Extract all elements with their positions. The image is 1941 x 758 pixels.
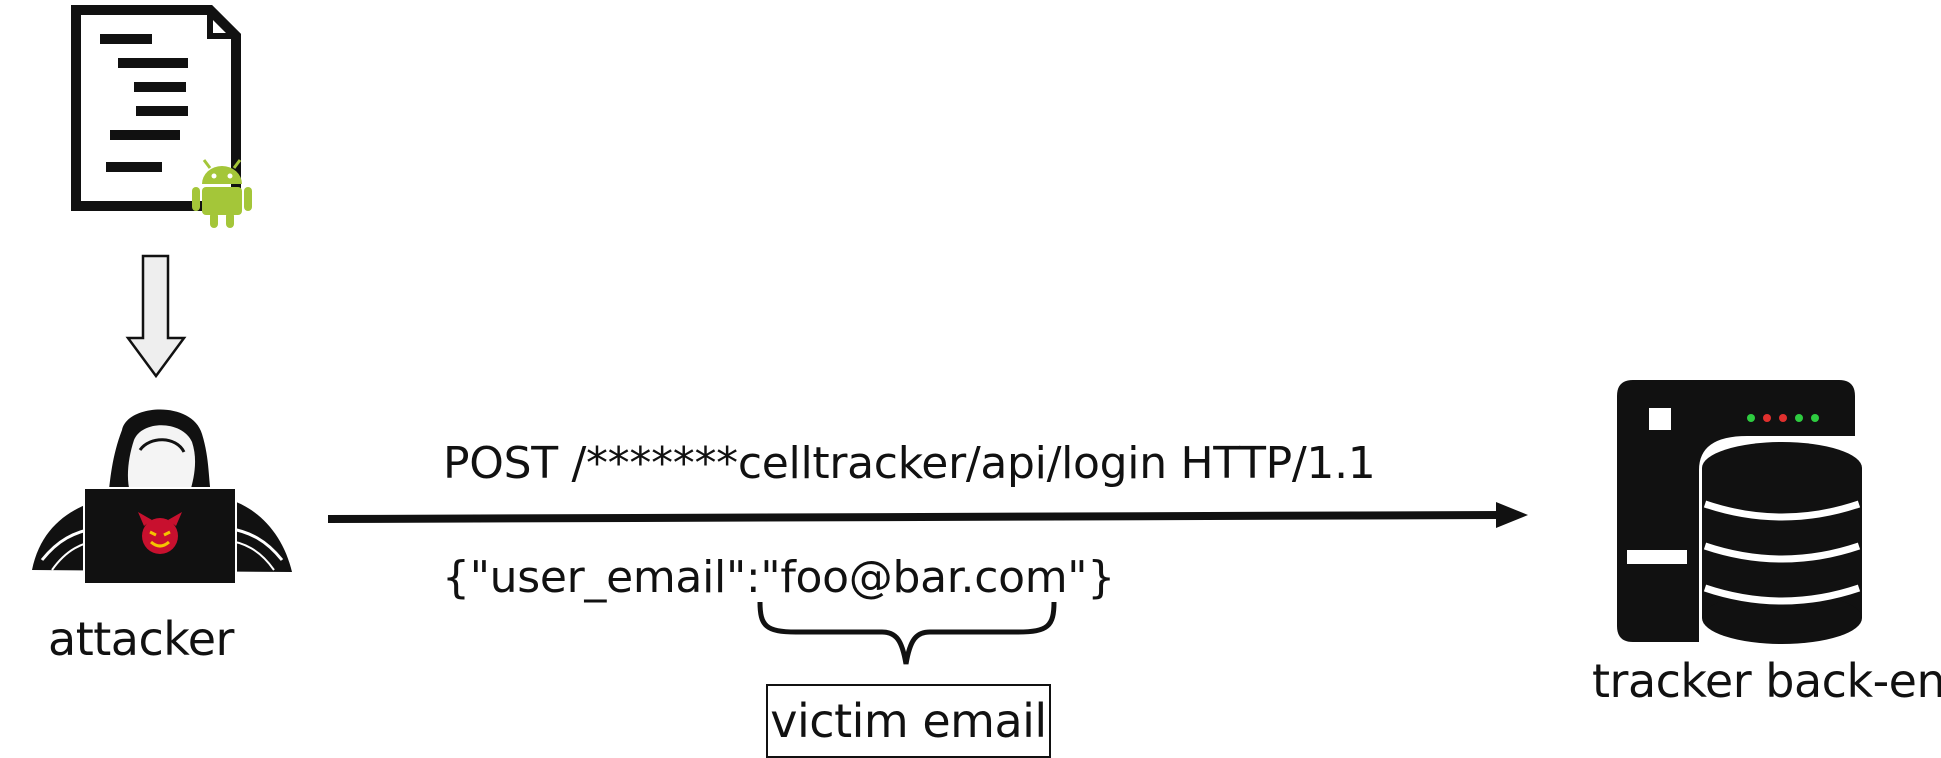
- attacker-label: attacker: [48, 612, 234, 666]
- android-robot-icon: [192, 159, 252, 228]
- hollow-down-arrow-icon: [125, 254, 187, 379]
- server-database-icon: [1617, 380, 1862, 644]
- hooded-hacker-laptop-icon: [32, 409, 292, 585]
- request-arrow-icon: [327, 502, 1528, 528]
- devil-emoji-icon: [138, 512, 182, 554]
- backend-label: tracker back-end: [1592, 654, 1941, 708]
- android-apk-document-icon: [71, 5, 252, 228]
- victim-email-label: victim email: [770, 694, 1047, 748]
- curly-brace-icon: [757, 601, 1057, 665]
- request-line-text: POST /*******celltracker/api/login HTTP/…: [443, 438, 1376, 489]
- payload-text: {"user_email":"foo@bar.com"}: [442, 552, 1115, 603]
- victim-email-callout: victim email: [766, 684, 1051, 758]
